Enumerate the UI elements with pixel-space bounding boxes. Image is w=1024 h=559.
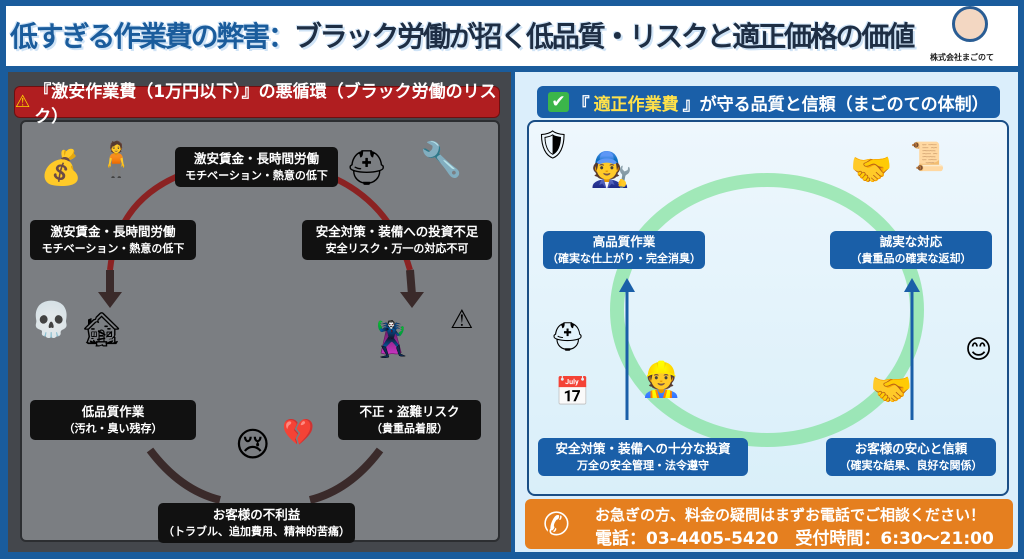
arrow-bottom-left: [146, 447, 222, 504]
label-line1: 不正・盗難リスク: [359, 404, 460, 419]
label-low-wage-left: 激安賃金・長時間労働モチベーション・熱意の低下: [30, 220, 196, 260]
check-icon: ✔: [548, 92, 569, 112]
label-line2: モチベーション・熱意の低下: [185, 169, 328, 182]
bad-cycle-heading-text: 『激安作業費（1万円以下）』の悪循環（ブラック労働のリスク）: [34, 82, 497, 127]
label-line1: お客様の安心と信頼: [854, 441, 968, 456]
handshake-illustration: 🤝: [850, 150, 893, 190]
label-safety-underinvestment: 安全対策・装備への投資不足安全リスク・万一の対応不可: [302, 220, 492, 260]
label-low-wage-top: 激安賃金・長時間労働モチベーション・熱意の低下: [175, 147, 338, 187]
label-line1: お客様の不利益: [212, 507, 301, 522]
crying-customer-illustration: 😢: [235, 425, 271, 465]
certificate-icon: 📜: [910, 140, 945, 173]
label-line2: （貴重品着服）: [371, 422, 448, 435]
arrow-bottom-right: [308, 447, 384, 504]
coins-icon: 💰: [40, 148, 83, 188]
label-line2: モチベーション・熱意の低下: [41, 242, 185, 255]
clean-room-workers-illustration: 🧑‍🔧: [590, 150, 633, 190]
good-cycle-heading: ✔『適正作業費』が守る品質と信頼（まごのての体制）: [537, 86, 1000, 118]
thief-illustration: 🦹: [370, 320, 413, 360]
label-line2: 万全の安全管理・法令遵守: [577, 459, 709, 472]
skull-icon: 💀: [30, 300, 73, 340]
shield-icon: 🛡: [535, 128, 571, 161]
label-line1: 安全対策・装備への十分な投資: [555, 441, 731, 456]
phone-icon: ✆: [543, 505, 570, 543]
cta-phone-hours[interactable]: 電話：03-4405-5420 受付時間：6:30〜21:00: [595, 529, 994, 549]
broken-heart-icon: 💔: [282, 418, 315, 448]
helmet-icon: ⛑: [550, 320, 586, 353]
company-name: 株式会社まごのて: [930, 53, 994, 62]
label-line1: 激安賃金・長時間労働: [50, 224, 176, 239]
label-line1: 安全対策・装備への投資不足: [315, 224, 479, 239]
arrowhead-right: [400, 292, 424, 308]
title-part2: ブラック労働が招く低品質・リスクと適正価格の価値: [293, 20, 915, 53]
good-cycle-arrows: [610, 173, 924, 447]
label-line2: （貴重品の確実な返却）: [850, 252, 972, 265]
label-safety-investment: 安全対策・装備への十分な投資万全の安全管理・法令遵守: [538, 438, 748, 476]
calendar-icon: 📅: [555, 375, 590, 408]
company-logo-avatar: [952, 6, 988, 42]
helmet-icon: ⛑: [345, 148, 389, 188]
label-theft-risk: 不正・盗難リスク （貴重品着服）: [338, 400, 481, 440]
label-customer-disadvantage: お客様の不利益 （トラブル、追加費用、精神的苦痛）: [158, 503, 355, 543]
label-line2: （汚れ・臭い残存）: [63, 422, 163, 435]
label-line2: （確実な結果、良好な関係）: [839, 459, 983, 472]
phone-cta-banner[interactable]: ✆ お急ぎの方、料金の疑問はまずお電話でご相談ください！ 電話：03-4405-…: [525, 499, 1013, 549]
label-line2: 安全リスク・万一の対応不可: [325, 242, 469, 255]
label-line1: 高品質作業: [592, 234, 656, 249]
label-customer-trust: お客様の安心と信頼 （確実な結果、良好な関係）: [826, 438, 996, 476]
arrowhead-up-right: [904, 278, 920, 292]
heading-highlight: 適正作業費: [593, 94, 679, 115]
heading-bracket: 『: [572, 94, 590, 115]
label-low-quality: 低品質作業 （汚れ・臭い残存）: [30, 400, 196, 440]
warning-sign-icon: ⚠: [450, 305, 474, 335]
label-line1: 誠実な対応: [879, 234, 943, 249]
cta-message: お急ぎの方、料金の疑問はまずお電話でご相談ください！: [595, 506, 986, 524]
bad-cycle-heading: ⚠『激安作業費（1万円以下）』の悪循環（ブラック労働のリスク）: [14, 82, 500, 127]
label-honest-service: 誠実な対応 （貴重品の確実な返却）: [830, 231, 992, 269]
tools-icon: 🔧: [420, 140, 463, 180]
label-high-quality: 高品質作業 （確実な仕上がり・完全消臭）: [543, 231, 705, 269]
title-part1: 低すぎる作業費の弊害：: [10, 20, 296, 53]
arrowhead-up-left: [619, 278, 635, 292]
warning-icon: ⚠: [15, 92, 31, 112]
smile-icon: 😊: [965, 335, 993, 365]
header: [4, 4, 1020, 68]
heading-rest: 』が守る品質と信頼（まごのての体制）: [682, 94, 989, 115]
workers-thumbs-up-illustration: 👷: [640, 360, 683, 400]
dirty-room-illustration: 🏚: [80, 310, 124, 350]
label-line1: 激安賃金・長時間労働: [193, 151, 319, 166]
customer-handshake-illustration: 🤝: [870, 370, 913, 410]
tired-worker-illustration: 🧍: [95, 140, 138, 180]
cycle-ring: [610, 173, 924, 447]
page-title: 低すぎる作業費の弊害：ブラック労働が招く低品質・リスクと適正価格の価値: [10, 15, 935, 55]
label-line2: （トラブル、追加費用、精神的苦痛）: [163, 525, 350, 538]
label-line1: 低品質作業: [81, 404, 145, 419]
arrowhead-left: [98, 292, 122, 308]
label-line2: （確実な仕上がり・完全消臭）: [547, 252, 701, 265]
arrow-right: [406, 269, 416, 296]
